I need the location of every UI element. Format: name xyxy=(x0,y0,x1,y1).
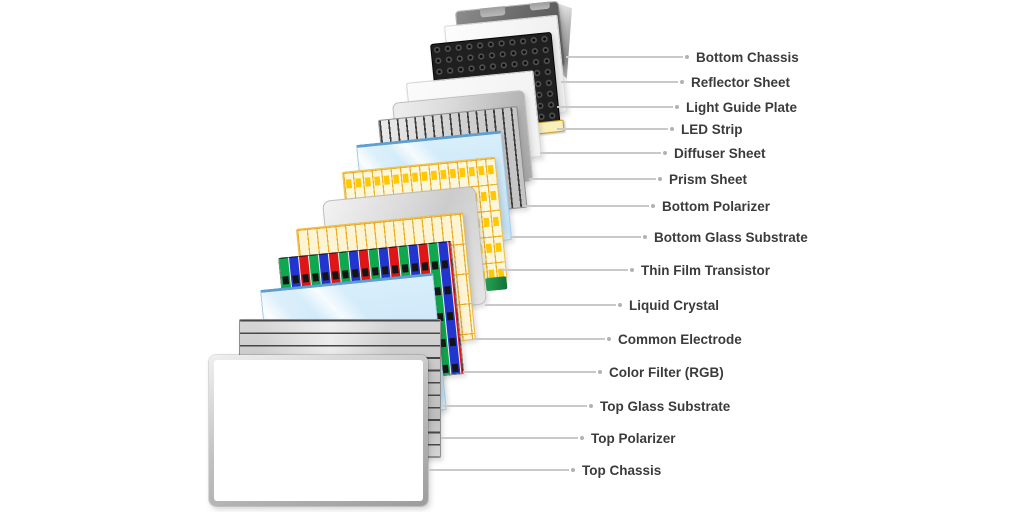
lead-line xyxy=(463,371,596,373)
layer-label: LED Strip xyxy=(681,121,743,137)
lead-dot xyxy=(657,176,662,182)
lead-line xyxy=(502,269,628,271)
lead-dot xyxy=(669,126,674,132)
lead-dot xyxy=(674,104,679,110)
callout-top-glass-substrate: Top Glass Substrate xyxy=(443,398,730,414)
lead-line xyxy=(540,152,661,154)
callout-color-filter-rgb: Color Filter (RGB) xyxy=(463,364,724,380)
callout-bottom-polarizer: Bottom Polarizer xyxy=(523,198,770,214)
layer-label: Reflector Sheet xyxy=(691,74,791,90)
lead-dot xyxy=(579,435,584,441)
layer-label: Bottom Chassis xyxy=(696,49,799,65)
lead-line xyxy=(441,437,578,439)
callout-led-strip: LED Strip xyxy=(557,121,743,137)
lead-dot xyxy=(650,203,655,209)
layer-label: Bottom Glass Substrate xyxy=(654,229,808,245)
top-chassis-opening xyxy=(214,360,423,501)
lead-line xyxy=(443,405,587,407)
chassis-notch xyxy=(529,1,551,11)
callout-light-guide-plate: Light Guide Plate xyxy=(557,99,797,115)
callout-reflector-sheet: Reflector Sheet xyxy=(561,74,790,90)
lead-dot xyxy=(662,150,667,156)
layer-label: Prism Sheet xyxy=(669,171,748,187)
callout-bottom-chassis: Bottom Chassis xyxy=(566,49,799,65)
layer-label: Light Guide Plate xyxy=(686,99,798,115)
lead-line xyxy=(523,205,649,207)
callout-prism-sheet: Prism Sheet xyxy=(529,171,747,187)
lead-line xyxy=(473,338,605,340)
lead-dot xyxy=(606,336,611,342)
callout-bottom-glass-substrate: Bottom Glass Substrate xyxy=(510,229,808,245)
lead-line xyxy=(561,81,678,83)
layer-label: Diffuser Sheet xyxy=(674,145,766,161)
callout-liquid-crystal: Liquid Crystal xyxy=(485,297,719,313)
lead-line xyxy=(428,469,569,471)
callout-top-chassis: Top Chassis xyxy=(428,462,661,478)
layer-label: Common Electrode xyxy=(618,331,742,347)
lead-dot xyxy=(684,54,689,60)
layer-label: Top Chassis xyxy=(582,462,662,478)
layer-label: Liquid Crystal xyxy=(629,297,720,313)
callout-top-polarizer: Top Polarizer xyxy=(441,430,676,446)
lead-line xyxy=(557,128,668,130)
lead-dot xyxy=(642,234,647,240)
driver-chip xyxy=(485,276,508,292)
layer-label: Top Glass Substrate xyxy=(600,398,731,414)
layer-top-chassis xyxy=(209,355,428,506)
lead-line xyxy=(510,236,641,238)
lead-dot xyxy=(570,467,575,473)
lead-dot xyxy=(679,79,684,85)
lead-dot xyxy=(617,302,622,308)
callout-common-electrode: Common Electrode xyxy=(473,331,742,347)
lead-dot xyxy=(588,403,593,409)
layer-label: Top Polarizer xyxy=(591,430,676,446)
chassis-notch xyxy=(479,6,506,18)
lead-line xyxy=(529,178,656,180)
lead-line xyxy=(557,106,673,108)
lead-dot xyxy=(629,267,634,273)
callout-diffuser-sheet: Diffuser Sheet xyxy=(540,145,766,161)
lead-line xyxy=(566,56,683,58)
layer-label: Bottom Polarizer xyxy=(662,198,771,214)
layer-label: Thin Film Transistor xyxy=(641,262,771,278)
lead-line xyxy=(485,304,616,306)
lead-dot xyxy=(597,369,602,375)
callout-thin-film-transistor: Thin Film Transistor xyxy=(502,262,770,278)
layer-label: Color Filter (RGB) xyxy=(609,364,724,380)
